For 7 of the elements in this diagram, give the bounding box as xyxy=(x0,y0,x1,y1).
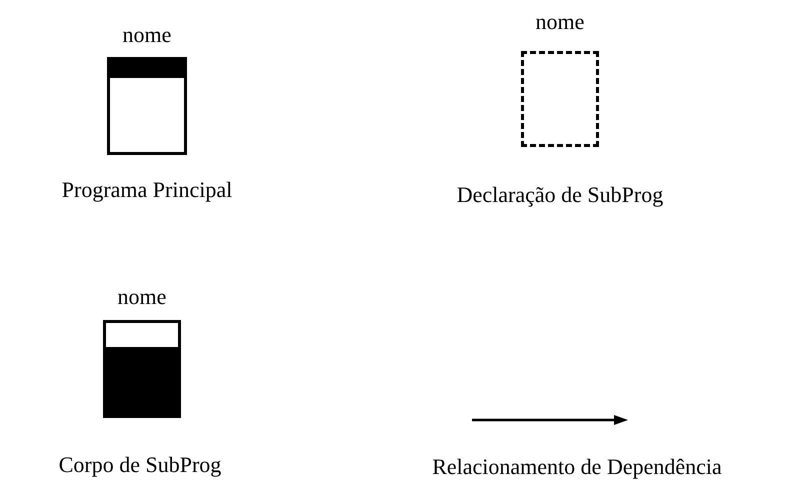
symbol-name-label: nome xyxy=(536,9,584,35)
symbol-name-label: nome xyxy=(118,284,166,310)
symbol-caption: Relacionamento de Dependência xyxy=(432,454,722,480)
symbol-caption: Programa Principal xyxy=(62,177,232,203)
symbol-caption: Declaração de SubProg xyxy=(456,182,664,208)
symbol-name-label: nome xyxy=(122,22,172,48)
symbol-caption: Corpo de SubProg xyxy=(58,452,222,478)
